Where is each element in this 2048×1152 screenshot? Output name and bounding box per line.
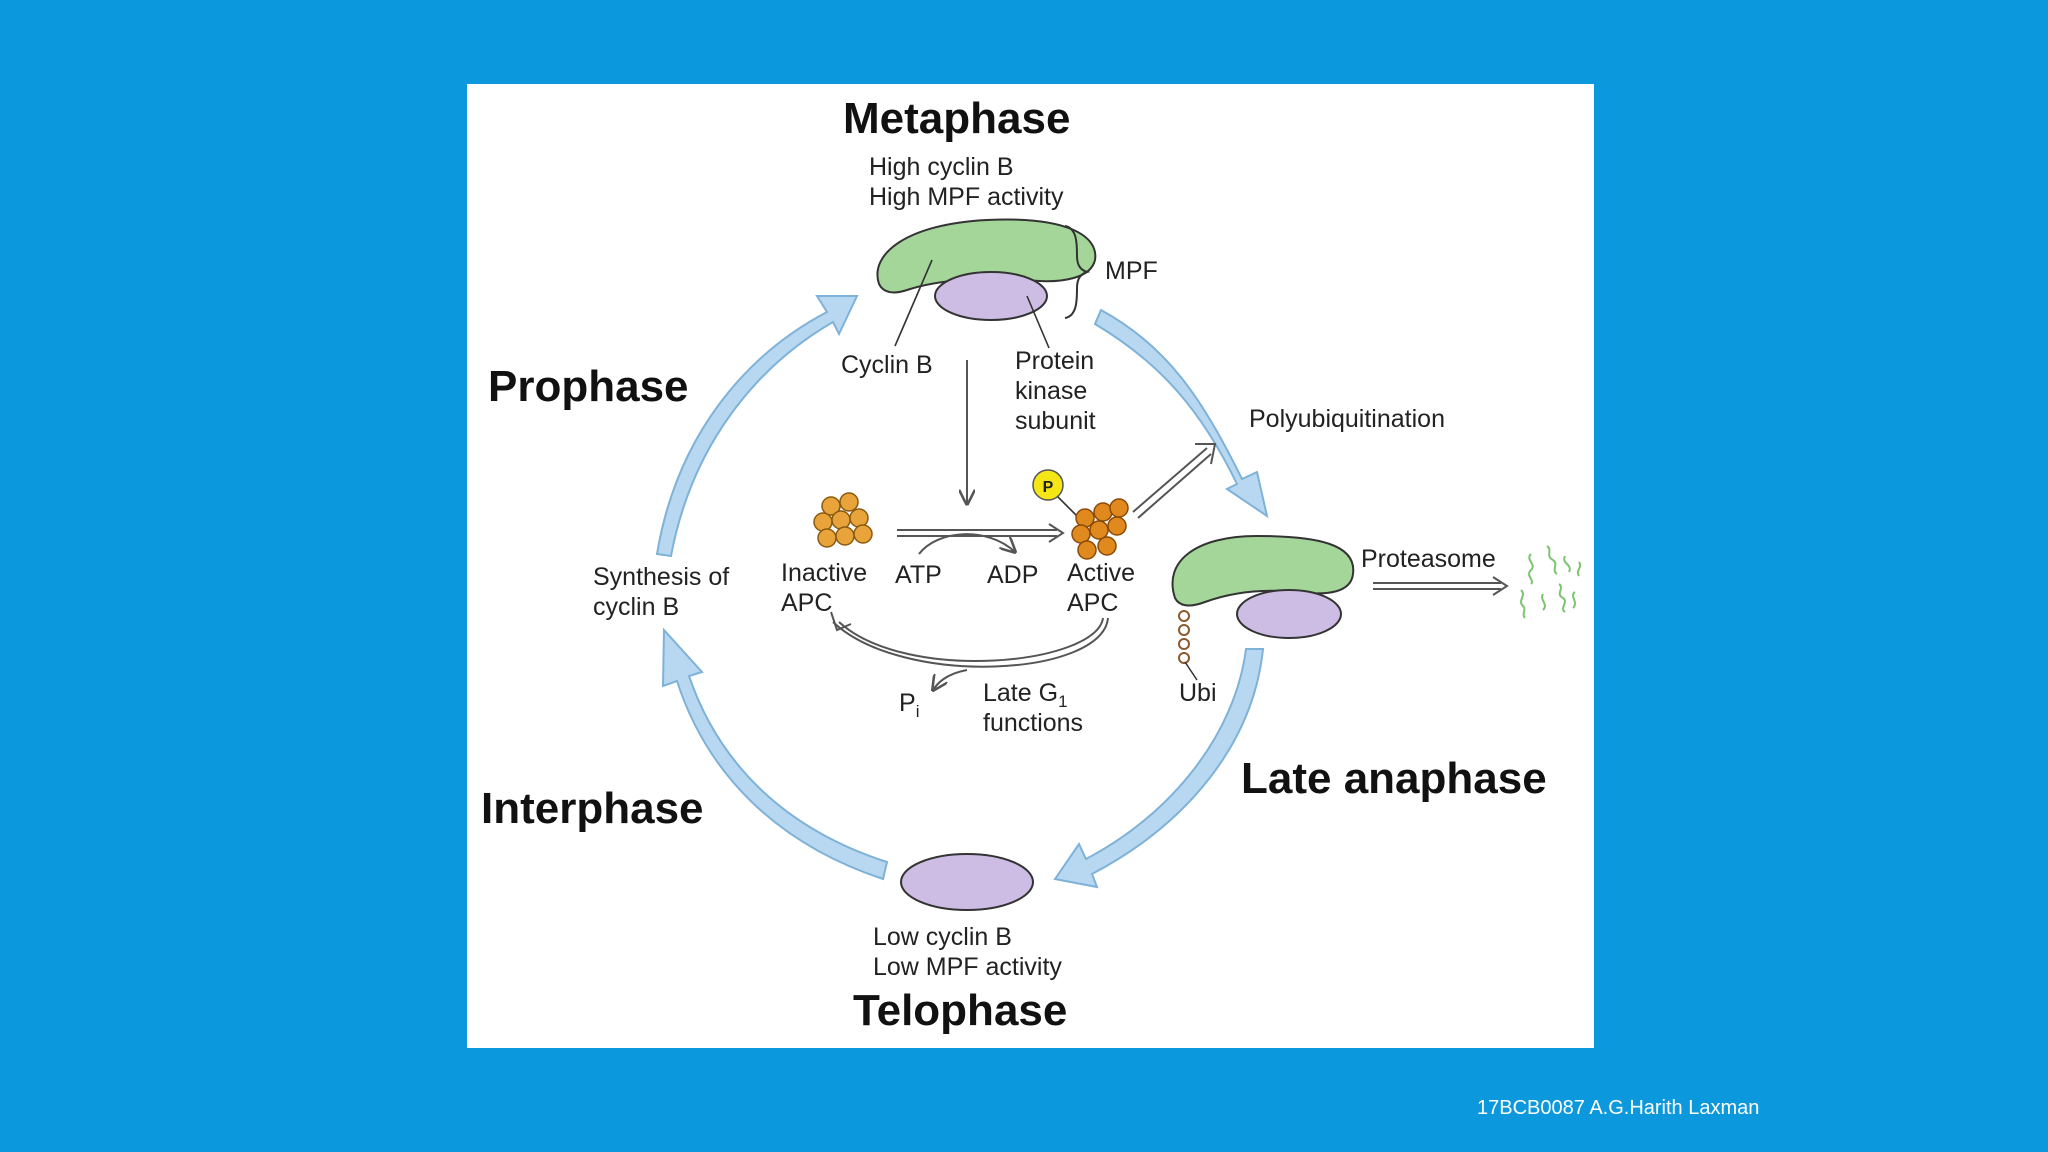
metaphase-heading: Metaphase xyxy=(843,94,1071,143)
protein-kinase-label-3: subunit xyxy=(1015,407,1096,435)
telophase-mpf-level: Low MPF activity xyxy=(873,953,1062,981)
inactive-apc-label-2: APC xyxy=(781,589,833,617)
metaphase-cyclin-level: High cyclin B xyxy=(869,153,1014,181)
pi-subscript: i xyxy=(915,702,920,721)
prophase-heading: Prophase xyxy=(488,362,689,411)
adp-label: ADP xyxy=(987,561,1039,589)
footer-credit: 17BCB0087 A.G.Harith Laxman xyxy=(1477,1097,1760,1119)
peptide-fragments-icon xyxy=(1520,545,1582,619)
late-g1-main: Late G xyxy=(983,679,1059,707)
pi-main: P xyxy=(899,689,916,717)
arrow-prophase-to-metaphase xyxy=(655,295,859,558)
late-anaphase-heading: Late anaphase xyxy=(1241,754,1547,803)
arrow-telophase-to-interphase xyxy=(661,627,889,881)
telophase-cyclin-level: Low cyclin B xyxy=(873,923,1012,951)
active-apc-label-1: Active xyxy=(1067,559,1136,587)
active-apc-label-2: APC xyxy=(1067,589,1119,617)
atp-adp-arrow xyxy=(897,523,1065,554)
phosphate-label: P xyxy=(1043,479,1054,496)
interphase-heading: Interphase xyxy=(481,784,704,833)
polyubiquitination-label: Polyubiquitination xyxy=(1249,405,1445,433)
proteasome-arrow xyxy=(1373,576,1509,596)
arrow-metaphase-to-anaphase xyxy=(1093,308,1269,519)
polyubiquitination-arrow xyxy=(1132,443,1217,519)
cell-cycle-diagram: P xyxy=(655,218,1582,911)
ubi-label: Ubi xyxy=(1179,679,1217,707)
late-g1-label-2: functions xyxy=(983,709,1084,737)
ubiquitinated-complex-icon xyxy=(1171,534,1355,681)
cycle-arrows xyxy=(655,295,1269,889)
inactive-apc-icon xyxy=(813,492,873,548)
late-g1-subscript: 1 xyxy=(1058,692,1068,711)
metaphase-mpf-level: High MPF activity xyxy=(869,183,1064,211)
mpf-complex-icon xyxy=(876,218,1097,349)
proteasome-label: Proteasome xyxy=(1361,545,1496,573)
atp-label: ATP xyxy=(895,561,942,589)
protein-kinase-label-1: Protein xyxy=(1015,347,1095,375)
inactive-apc-label-1: Inactive xyxy=(781,559,868,587)
kinase-subunit-icon xyxy=(900,853,1034,911)
late-g1-label: Late G1 xyxy=(983,678,1068,717)
synthesis-label-1: Synthesis of xyxy=(593,563,730,591)
mpf-label: MPF xyxy=(1105,257,1158,285)
active-apc-icon: P xyxy=(1032,469,1129,560)
synthesis-label-2: cyclin B xyxy=(593,593,680,621)
diagram-panel: P xyxy=(467,84,1594,1048)
protein-kinase-label-2: kinase xyxy=(1015,377,1088,405)
recycle-arrow xyxy=(830,611,1109,690)
arrow-anaphase-to-telophase xyxy=(1053,648,1265,889)
telophase-heading: Telophase xyxy=(853,986,1068,1035)
pi-label: Pi xyxy=(899,688,919,727)
cyclin-b-label: Cyclin B xyxy=(841,351,933,379)
